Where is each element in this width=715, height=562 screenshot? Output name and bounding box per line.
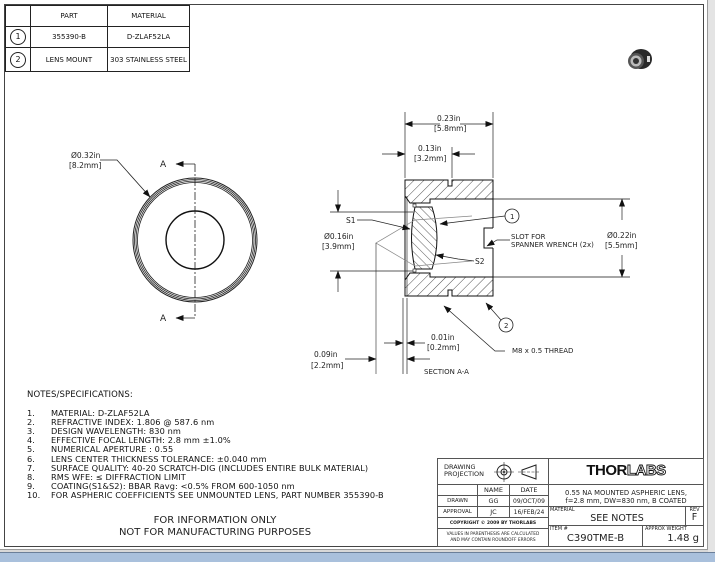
- lens-offset-mm: [0.2mm]: [427, 343, 459, 352]
- note-item: 2.REFRACTIVE INDEX: 1.806 @ 587.6 nm: [27, 417, 215, 428]
- s1-label: S1: [346, 216, 356, 225]
- approval-label: APPROVAL: [438, 507, 478, 518]
- drawn-label: DRAWN: [438, 496, 478, 507]
- s2-label: S2: [475, 257, 485, 266]
- projection-symbol-icon: [494, 462, 540, 482]
- note-item: 9.COATING(S1&S2): BBAR Ravg: <0.5% FROM …: [27, 480, 295, 491]
- slot-label-line2: SPANNER WRENCH (2x): [511, 241, 594, 249]
- note-item: 6.LENS CENTER THICKNESS TOLERANCE: ±0.04…: [27, 453, 267, 464]
- bom-row: 1 355390-B D-ZLAF52LA: [5, 26, 190, 48]
- item-balloon: 1: [10, 29, 26, 45]
- bom-material: 303 STAINLESS STEEL: [107, 47, 190, 72]
- bore-diameter-mm: [5.5mm]: [605, 241, 637, 250]
- material-cell: MATERIAL SEE NOTES: [549, 507, 686, 526]
- aperture-mm: [3.9mm]: [322, 242, 354, 251]
- lens-offset-in: 0.01in: [431, 333, 455, 342]
- drawing-sheet: PART MATERIAL 1 355390-B D-ZLAF52LA 2 LE…: [0, 0, 708, 550]
- isometric-thumbnail: [628, 49, 652, 69]
- copyright: COPYRIGHT © 2009 BY THORLABS: [438, 518, 549, 529]
- slot-label-line1: SLOT FOR: [511, 233, 546, 241]
- notes-title: NOTES/SPECIFICATIONS:: [27, 390, 133, 400]
- rev-cell: REV F: [686, 507, 703, 526]
- part-description: 0.55 NA MOUNTED ASPHERIC LENS, f=2.8 mm,…: [549, 485, 703, 507]
- front-diameter-mm: [8.2mm]: [69, 161, 101, 170]
- balloon-1: 1: [510, 213, 514, 221]
- material-value: SEE NOTES: [590, 513, 644, 524]
- inner-length-mm: [3.2mm]: [414, 154, 446, 163]
- values-note: VALUES IN PARENTHESIS ARE CALCULATED AND…: [438, 529, 549, 546]
- note-item: 8.RMS WFE: ≤ DIFFRACTION LIMIT: [27, 471, 186, 482]
- overall-length-mm: [5.8mm]: [434, 124, 466, 133]
- drawing-frame: [4, 4, 704, 547]
- viewer-status-bar: [0, 552, 715, 562]
- title-block: DRAWING PROJECTION NAME DATE DRAWN GG 09…: [437, 458, 704, 547]
- note-item: 10.FOR ASPHERIC COEFFICIENTS SEE UNMOUNT…: [27, 489, 384, 500]
- aperture-in: Ø0.16in: [324, 232, 354, 241]
- drawn-date: 09/OCT/09: [510, 496, 549, 507]
- projection-cell: DRAWING PROJECTION: [438, 459, 549, 485]
- drawn-name: GG: [478, 496, 510, 507]
- section-marker-top: A: [160, 160, 167, 170]
- thorlabs-logo: THORLABS: [549, 459, 703, 485]
- date-header: DATE: [510, 485, 549, 496]
- note-item: 3.DESIGN WAVELENGTH: 830 nm: [27, 426, 181, 437]
- section-view: 0.23in [5.8mm] 0.13in [3.2mm] Ø0.16in [3…: [311, 112, 637, 376]
- item-number: C390TME-B: [566, 533, 625, 544]
- item-cell: ITEM # C390TME-B: [549, 526, 643, 546]
- item-balloon: 2: [10, 51, 26, 68]
- front-view: A A Ø0.32in [8.2mm]: [69, 151, 258, 324]
- disclaimer: FOR INFORMATION ONLY NOT FOR MANUFACTURI…: [110, 515, 320, 538]
- disclaimer-line2: NOT FOR MANUFACTURING PURPOSES: [118, 526, 312, 538]
- balloon-2: 2: [504, 322, 508, 330]
- section-marker-bottom: A: [160, 314, 167, 324]
- name-header: NAME: [478, 485, 510, 496]
- bill-of-materials: PART MATERIAL 1 355390-B D-ZLAF52LA 2 LE…: [5, 5, 190, 72]
- rev-value: F: [691, 512, 698, 523]
- approval-name: JC: [478, 507, 510, 518]
- inner-length-in: 0.13in: [418, 144, 442, 153]
- note-item: 1.MATERIAL: D-ZLAF52LA: [27, 408, 150, 419]
- notes-specifications: NOTES/SPECIFICATIONS: 1.MATERIAL: D-ZLAF…: [27, 390, 384, 500]
- section-title: SECTION A-A: [424, 368, 469, 376]
- thread-label: M8 x 0.5 THREAD: [512, 347, 573, 355]
- note-item: 5.NUMERICAL APERTURE : 0.55: [27, 444, 174, 455]
- approval-date: 16/FEB/24: [510, 507, 549, 518]
- disclaimer-line1: FOR INFORMATION ONLY: [153, 515, 277, 526]
- front-diameter-in: Ø0.32in: [71, 151, 101, 160]
- weight-value: 1.48 g: [667, 533, 699, 544]
- bom-row: 2 LENS MOUNT 303 STAINLESS STEEL: [5, 47, 190, 72]
- weight-cell: APPROX WEIGHT 1.48 g: [643, 526, 703, 546]
- note-item: 7.SURFACE QUALITY: 40-20 SCRATCH-DIG (IN…: [27, 462, 369, 473]
- technical-drawing: A A Ø0.32in [8.2mm]: [69, 49, 652, 376]
- overall-length-in: 0.23in: [437, 114, 461, 123]
- viewer-scroll-gutter: [708, 0, 715, 552]
- bore-diameter-in: Ø0.22in: [607, 231, 637, 240]
- lens-depth-mm: [2.2mm]: [311, 361, 343, 370]
- note-item: 4.EFFECTIVE FOCAL LENGTH: 2.8 mm ±1.0%: [27, 435, 231, 446]
- lens-depth-in: 0.09in: [314, 350, 338, 359]
